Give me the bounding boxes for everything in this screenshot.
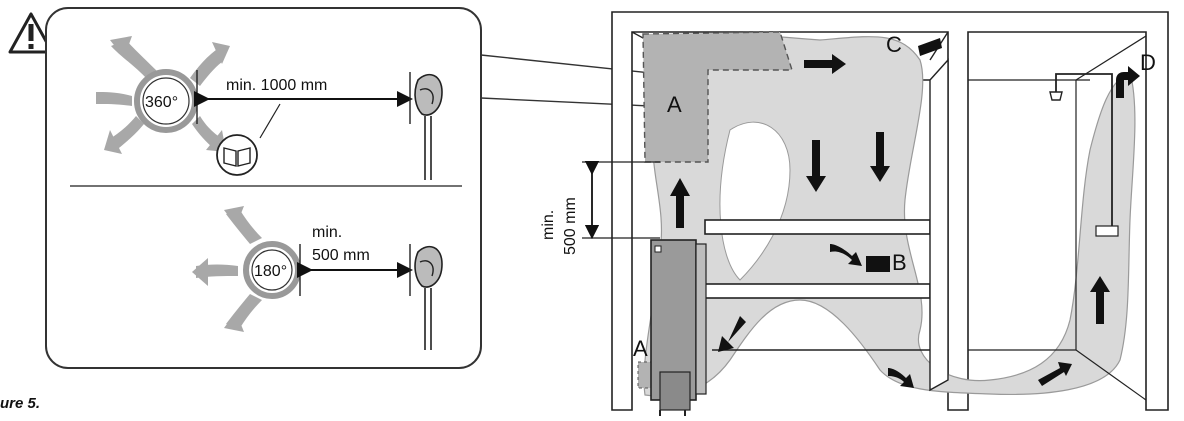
manual-book-icon: [216, 103, 281, 176]
fan-180-icon: [192, 206, 301, 332]
wall-frame: [611, 11, 1169, 411]
heater: [650, 239, 707, 416]
airflow-region: [643, 33, 1136, 397]
label-a-lower: A: [633, 336, 648, 361]
sauna-door: [929, 58, 949, 392]
shower: [968, 35, 1147, 401]
label-b: B: [892, 250, 907, 275]
inset-frame: [45, 7, 482, 369]
zoom-line-upper: [480, 54, 661, 75]
airflow-gap: [719, 121, 791, 281]
angle-360-label: 360°: [145, 94, 178, 111]
distance-500-line1: min.: [312, 224, 342, 241]
distance-1000-label: min. 1000 mm: [226, 77, 327, 94]
angle-180-label: 180°: [254, 263, 287, 280]
vertical-distance-line2: 500 mm: [562, 197, 579, 255]
upper-bench: [704, 219, 931, 235]
distance-500-line2: 500 mm: [312, 247, 370, 264]
warning-icon: [8, 12, 54, 54]
sensor-icon-bottom: [409, 244, 443, 350]
sensor-icon-top: [409, 72, 443, 180]
inset-panel: 360° min. 1000 mm: [8, 7, 661, 369]
zone-a-lower: [637, 361, 655, 389]
label-a-upper: A: [667, 92, 682, 117]
figure-caption: ure 5.: [0, 395, 41, 412]
fan-360-icon: [96, 36, 230, 154]
label-c: C: [886, 32, 902, 57]
airflow-arrows: [670, 38, 1140, 388]
label-d: D: [1140, 50, 1156, 75]
lower-bench: [704, 283, 931, 299]
sauna-room: A A min. 500 mm: [540, 11, 1169, 416]
vertical-distance-line1: min.: [540, 210, 557, 240]
